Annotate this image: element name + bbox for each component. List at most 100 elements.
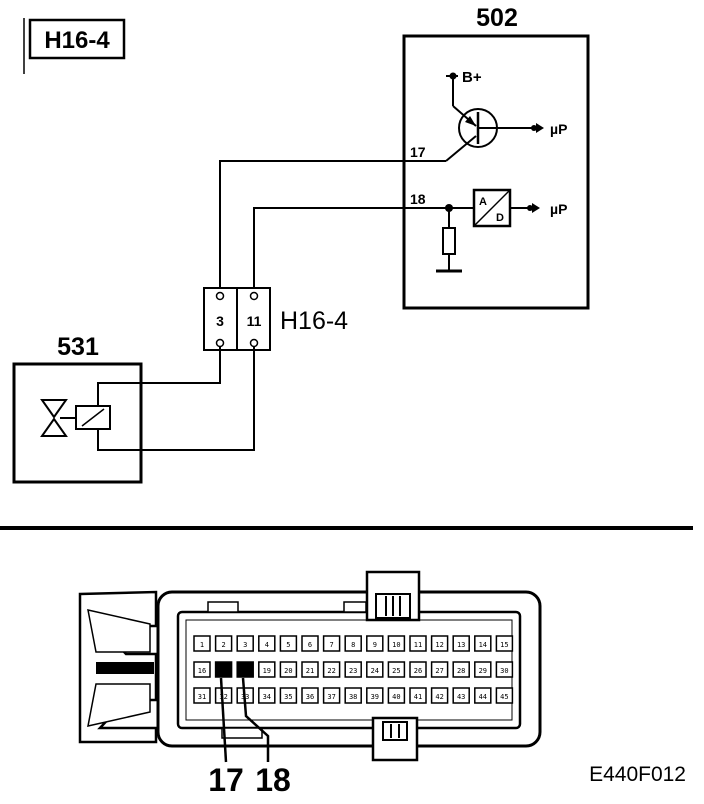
ref-tag: H16-4 [23, 18, 126, 74]
pin-number: 45 [500, 693, 508, 701]
pin-number: 25 [392, 667, 400, 675]
connector-pin-cavity: 30 [495, 661, 514, 678]
connector-pin-cavity: 9 [366, 635, 384, 652]
pin-number: 34 [263, 693, 271, 701]
pin-number: 2 [221, 641, 225, 649]
wires-upper [219, 160, 410, 292]
connector-pin-cavity: 21 [301, 661, 319, 678]
pin-number: 29 [479, 667, 487, 675]
pin-number: 22 [327, 667, 335, 675]
connector-pin-3: 3 [216, 313, 224, 329]
connector-pin-11: 11 [247, 313, 262, 329]
pin-number: 41 [414, 693, 422, 701]
pin-number: 35 [284, 693, 292, 701]
pin-number: 21 [306, 667, 314, 675]
pin-number: 32 [219, 693, 227, 701]
connector-pin-cavity: 26 [409, 661, 427, 678]
callout-18: 18 [255, 762, 291, 798]
pin-number: 30 [500, 667, 508, 675]
terminal-17-label: 17 [410, 144, 426, 160]
pin-number: 8 [351, 641, 355, 649]
pin-number: 6 [308, 641, 312, 649]
pin-number: 27 [435, 667, 443, 675]
ref-tag-text: H16-4 [44, 27, 110, 54]
connector-pin-cavity: 5 [279, 635, 298, 652]
connector-pin-cavity: 14 [474, 635, 492, 652]
connector-pin-cavity: 1 [193, 635, 211, 652]
adc-bottom-letter: D [496, 212, 504, 224]
pin-number: 31 [198, 693, 206, 701]
connector-pin-cavity: 38 [344, 687, 362, 704]
pin-number: 12 [435, 641, 443, 649]
connector-pin-cavity: 34 [258, 687, 276, 704]
connector-pin-cavity: 6 [301, 635, 319, 652]
pin-number: 24 [371, 667, 379, 675]
connector-pin-cavity: 35 [279, 687, 298, 704]
connector-pin-cavity: 37 [322, 687, 341, 704]
connector-pin-cavity: 7 [322, 635, 341, 652]
callout-17: 17 [208, 762, 244, 798]
valve-icon [40, 399, 68, 419]
pin-number: 11 [414, 641, 422, 649]
connector-pin-cavity: 13 [452, 635, 470, 652]
connector-pin-cavity: 36 [301, 687, 319, 704]
pin-number: 9 [373, 641, 377, 649]
output-label-2: µP [550, 201, 567, 217]
resistor-icon [442, 227, 456, 255]
connector-label: H16-4 [280, 307, 348, 335]
pin-number: 13 [457, 641, 465, 649]
pin-number: 23 [349, 667, 357, 675]
pin-number: 1 [200, 641, 204, 649]
connector-pin-cavity: 44 [474, 687, 492, 704]
wires-lower [97, 347, 255, 451]
figure-code: E440F012 [589, 763, 686, 786]
connector-pin-cavity: 42 [430, 687, 449, 704]
pin-number: 16 [198, 667, 206, 675]
connector-pin-cavity: 27 [430, 661, 449, 678]
connector-pin-cavity: 11 [409, 635, 427, 652]
pin-number: 19 [263, 667, 271, 675]
connector-pin-cavity: 31 [193, 687, 211, 704]
connector-pin-cavity: 16 [193, 661, 211, 678]
pin-number: 43 [457, 693, 465, 701]
output-label-1: µP [550, 121, 567, 137]
pin-number: 14 [479, 641, 487, 649]
ecu-502: 502 B+ µP 17 18 A D µP [402, 4, 590, 310]
connector-pin-cavity: 19 [258, 661, 276, 678]
connector-pin-cavity: 12 [430, 635, 449, 652]
connector-pin-cavity: 4 [258, 635, 276, 652]
connector-pin-cavity: 29 [474, 661, 492, 678]
connector-pin-cavity: 15 [495, 635, 514, 652]
connector-pin-cavity: 10 [387, 635, 406, 652]
pin-number: 39 [371, 693, 379, 701]
pin-number: 40 [392, 693, 400, 701]
pin-number: 36 [306, 693, 314, 701]
pin-number: 20 [284, 667, 292, 675]
connector-pin-cavity: 24 [366, 661, 384, 678]
pin-number: 5 [286, 641, 290, 649]
connector-pin-cavity: 39 [366, 687, 384, 704]
actuator-531: 531 [12, 333, 143, 484]
connector-pin-cavity: 28 [452, 661, 470, 678]
pin-number: 10 [392, 641, 400, 649]
pin-number: 28 [457, 667, 465, 675]
connector-pin-cavity: 23 [344, 661, 362, 678]
pin-number: 37 [327, 693, 335, 701]
pin-number: 42 [435, 693, 443, 701]
connector-pin-cavity: 20 [279, 661, 298, 678]
pin-number: 44 [479, 693, 487, 701]
connector-pin-cavity: 45 [495, 687, 514, 704]
connector-pin-cavity: 25 [387, 661, 406, 678]
connector-pin-cavity: 22 [322, 661, 341, 678]
ecu-label: 502 [476, 4, 518, 32]
connector-pin-cavity [236, 661, 254, 678]
adc-top-letter: A [479, 196, 487, 208]
connector-pin-cavity: 8 [344, 635, 362, 652]
pin-number: 7 [329, 641, 333, 649]
pin-number: 3 [243, 641, 247, 649]
connector-pin-cavity: 43 [452, 687, 470, 704]
